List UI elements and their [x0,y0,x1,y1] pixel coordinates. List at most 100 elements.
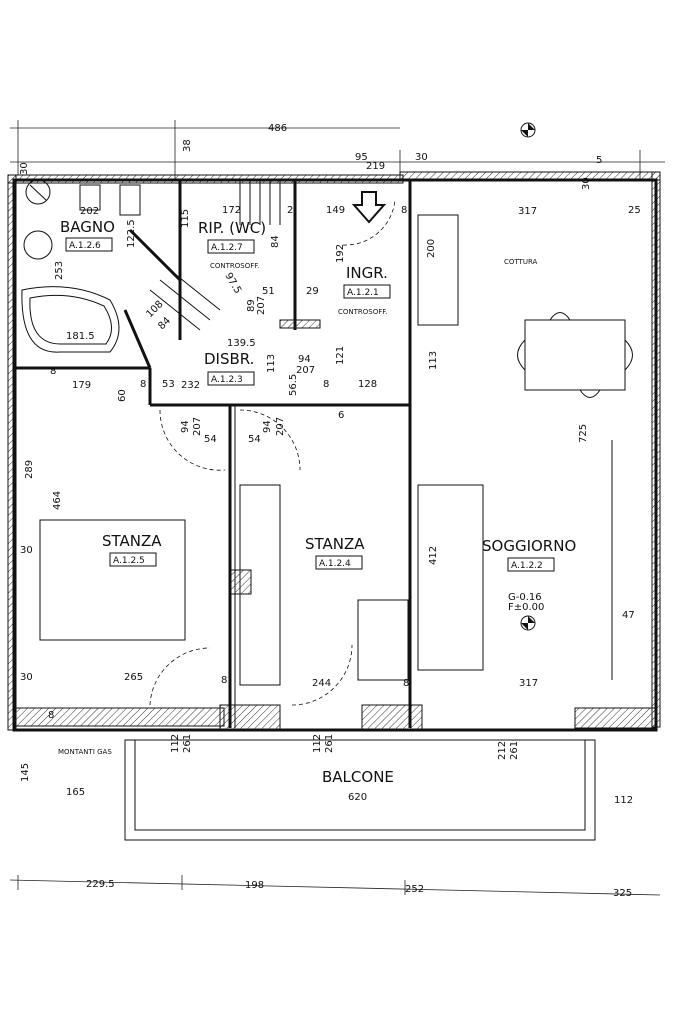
room-code-ingresso: A.1.2.1 [347,288,379,298]
dim-8g: 8 [48,710,54,721]
dim-112b: 112 [312,734,323,753]
room-code-ripostiglio: A.1.2.7 [211,243,243,253]
dim-94b: 94 [180,420,191,433]
dim-29: 29 [306,286,319,297]
dim-486: 486 [268,123,287,134]
dim-261c: 261 [509,741,520,760]
room-code-stanza2: A.1.2.4 [319,559,351,569]
dim-181-5: 181.5 [66,331,95,342]
dim-top-30b: 30 [581,177,592,190]
dim-725: 725 [578,424,589,443]
room-name-disimpegno: DISBR. [204,350,254,368]
dim-30e: 30 [20,672,33,683]
balcony-outline [9,739,661,896]
dim-84b: 84 [156,315,173,332]
dim-207b: 207 [296,365,315,376]
dim-top-38: 38 [182,139,193,152]
dim-56-5: 56.5 [288,374,299,396]
dim-317-bot: 317 [519,678,538,689]
dim-6: 6 [338,410,344,421]
dim-97-5: 97.5 [222,271,243,296]
interior-walls [14,180,412,728]
dim-172: 172 [222,205,241,216]
top-dimension-lines [10,120,665,180]
dim-200: 200 [426,239,437,258]
dim-8: 8 [401,205,407,216]
kitchen-furniture [417,214,633,680]
outer-walls [7,171,661,732]
room-label-ingresso: INGR. A.1.2.1 CONTROSOFF. [338,264,391,316]
bathroom-fixtures [21,179,141,353]
room-code-stanza1: A.1.2.5 [113,556,145,566]
dim-top-5: 5 [596,155,602,166]
dim-192: 192 [335,244,346,263]
dim-8d: 8 [403,678,409,689]
dim-464: 464 [52,491,63,510]
dim-94a: 94 [298,354,311,365]
cottura-label: COTTURA [504,258,538,266]
dim-top-30c: 30 [415,152,428,163]
room-label-stanza2: STANZA A.1.2.4 [305,535,365,570]
dim-265: 265 [124,672,143,683]
dim-8f: 8 [50,366,56,377]
dim-8b: 8 [323,379,329,390]
room-label-soggiorno: SOGGIORNO A.1.2.2 G-0.16 F±0.00 [482,537,576,613]
dim-84: 84 [270,235,281,248]
room-label-ripostiglio: RIP. (WC) A.1.2.7 CONTROSOFF. [198,219,266,270]
room-name-ripostiglio: RIP. (WC) [198,219,266,237]
dimension-numbers: 486 30 38 30 95 219 30 5 202 122.5 115 1… [19,123,641,899]
north-marker-top [520,122,536,138]
dim-252: 252 [405,884,424,895]
bedroom-furniture [39,484,409,686]
entrance-arrow-icon [351,191,387,224]
dim-229-5: 229.5 [86,879,115,890]
dim-198: 198 [245,880,264,891]
door-swings [149,199,396,706]
dim-2: 2 [287,205,293,216]
dim-122-5: 122.5 [126,219,137,248]
dim-30d: 30 [20,545,33,556]
dim-139-5: 139.5 [227,338,256,349]
dim-60: 60 [117,389,128,402]
dim-8e: 8 [140,379,146,390]
dim-412: 412 [428,546,439,565]
dim-113a: 113 [428,351,439,370]
dim-top-95: 95 [355,152,368,163]
dim-207d: 207 [275,417,286,436]
room-code-disimpegno: A.1.2.3 [211,375,243,385]
dim-top-219: 219 [366,161,385,172]
dim-212: 212 [497,741,508,760]
dim-202: 202 [80,206,99,217]
dim-112a: 112 [170,734,181,753]
dim-317-top: 317 [518,206,537,217]
dim-8c: 8 [221,675,227,686]
room-code-soggiorno: A.1.2.2 [511,561,543,571]
stair-lines [149,180,281,331]
room-name-bagno: BAGNO [60,218,115,236]
north-marker-living [520,615,536,631]
dim-47: 47 [622,610,635,621]
dim-289: 289 [24,460,35,479]
dim-54b: 54 [248,434,261,445]
dim-25: 25 [628,205,641,216]
dim-112c: 112 [614,795,633,806]
dim-89: 89 [246,299,257,312]
room-name-soggiorno: SOGGIORNO [482,537,576,555]
room-label-stanza1: STANZA A.1.2.5 [102,532,162,567]
dim-207a: 207 [256,296,267,315]
dim-51: 51 [262,286,275,297]
dim-113b: 113 [266,354,277,373]
montanti-gas-label: MONTANTI GAS [58,748,112,756]
dim-325: 325 [613,888,632,899]
room-name-ingresso: INGR. [346,264,388,282]
dim-128: 128 [358,379,377,390]
dim-54a: 54 [204,434,217,445]
dim-top-30a: 30 [19,162,30,175]
room-name-stanza1: STANZA [102,532,162,550]
balcone-dim: 620 [348,792,367,803]
dim-207c: 207 [192,417,203,436]
dim-121: 121 [335,346,346,365]
room-name-stanza2: STANZA [305,535,365,553]
room-name-balcone: BALCONE [322,768,394,786]
